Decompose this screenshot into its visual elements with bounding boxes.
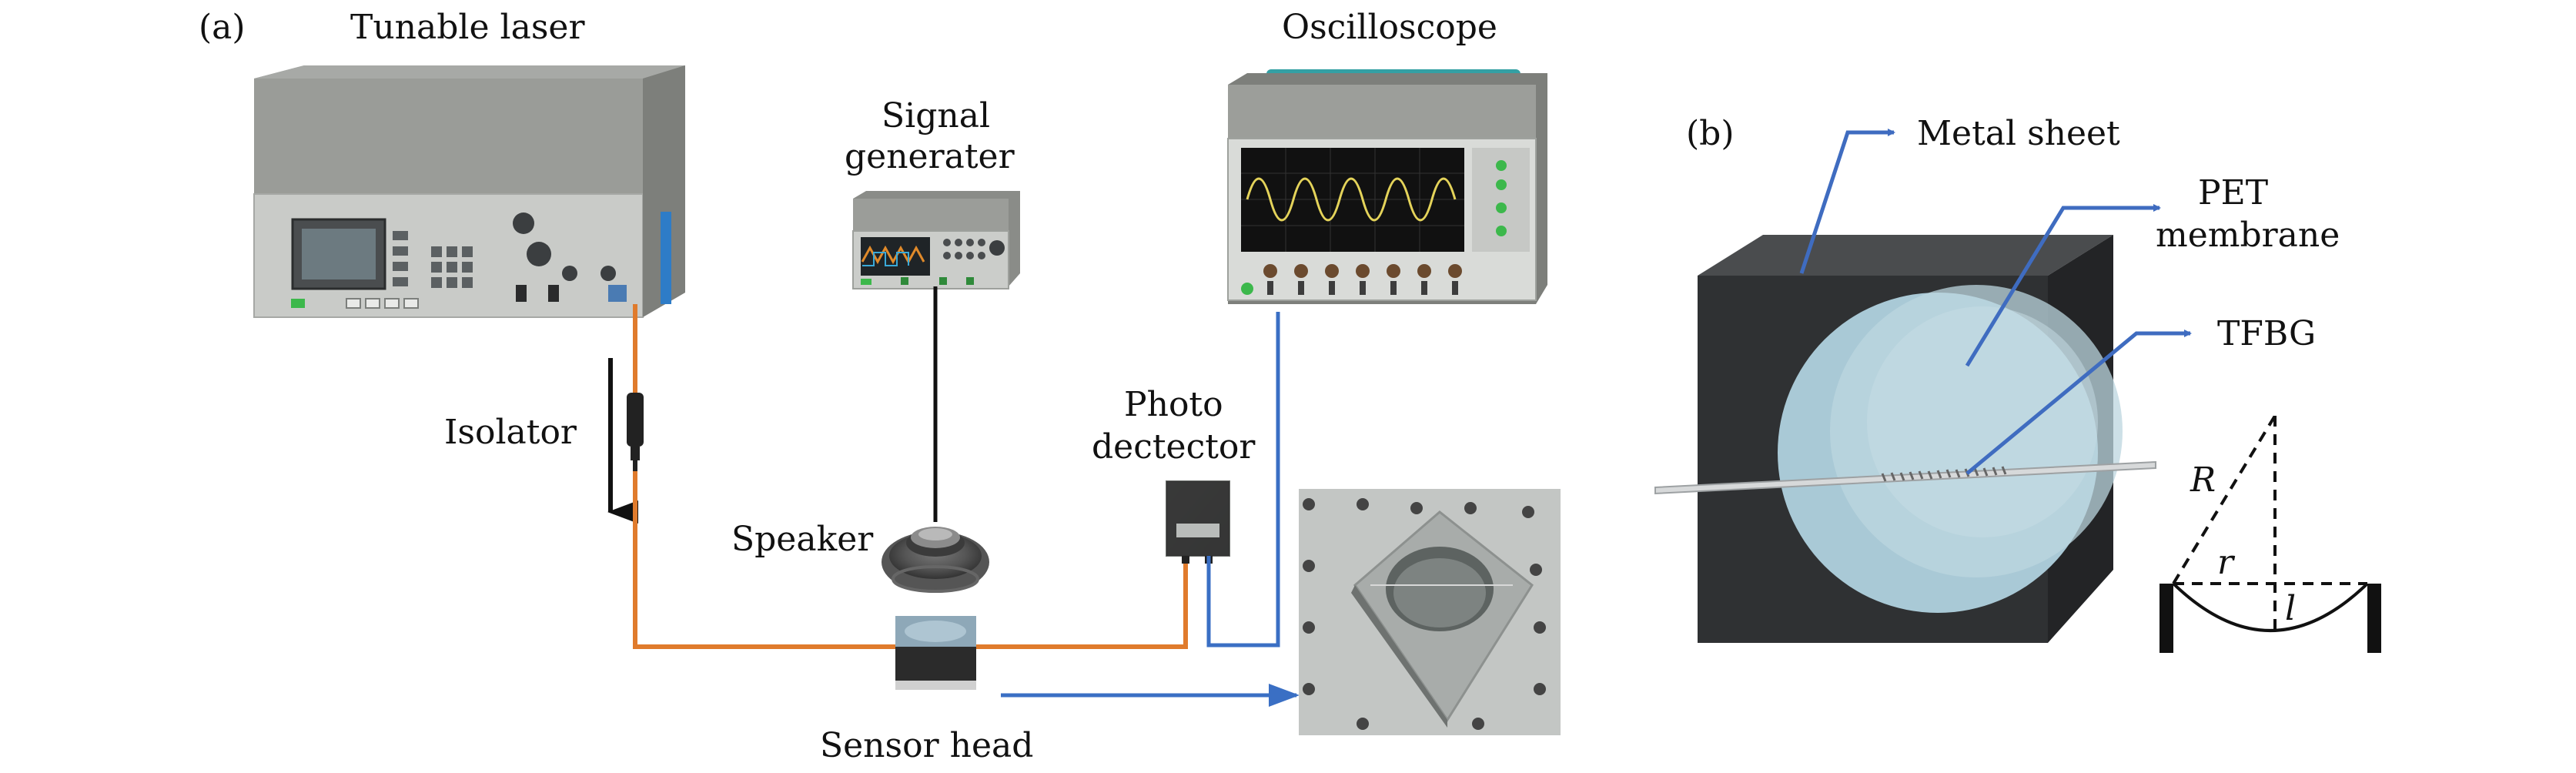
pet-membrane-label-line1: PET [2198, 173, 2268, 212]
sensor-head-label: Sensor head [820, 726, 1033, 765]
signal-generator-label-line2: generater [845, 137, 1015, 176]
signal-generator-device [852, 191, 1020, 289]
photo-detector-label-line1: Photo [1124, 385, 1223, 424]
oscilloscope-device [1227, 69, 1547, 304]
speaker-device [882, 527, 989, 593]
sensor-mount-photo [1299, 489, 1561, 735]
photo-detector-device [1166, 480, 1230, 564]
sensor-head-device [895, 616, 976, 690]
tunable-laser-device [253, 65, 685, 318]
panel-a-tag: (a) [199, 8, 246, 47]
pet-membrane-label-line2: membrane [2156, 216, 2340, 255]
tunable-laser-label: Tunable laser [350, 8, 585, 47]
radius-r-label: r [2217, 543, 2236, 582]
radius-R-label: R [2190, 460, 2216, 500]
panel-b-tag: (b) [1686, 114, 1735, 153]
tfbg-fiber [1654, 460, 2156, 495]
tfbg-label: TFBG [2217, 314, 2316, 353]
metal-sheet-label: Metal sheet [1917, 114, 2120, 153]
photo-detector-label-line2: dectector [1092, 427, 1256, 467]
isolator-label: Isolator [444, 413, 577, 452]
tfbg-pointer [1965, 330, 2192, 475]
signal-generator-label-line1: Signal [882, 96, 990, 136]
deflection-l-label: l [2285, 589, 2296, 628]
metal-sheet-pointer [1799, 129, 1895, 274]
pet-membrane-pointer [1965, 204, 2161, 367]
optical-fiber-path [633, 304, 1188, 649]
detector-to-scope-cable [1206, 312, 1280, 648]
speaker-label: Speaker [731, 520, 874, 559]
deflection-geometry [2159, 414, 2381, 653]
isolator-device [627, 393, 644, 471]
oscilloscope-label: Oscilloscope [1282, 8, 1497, 47]
